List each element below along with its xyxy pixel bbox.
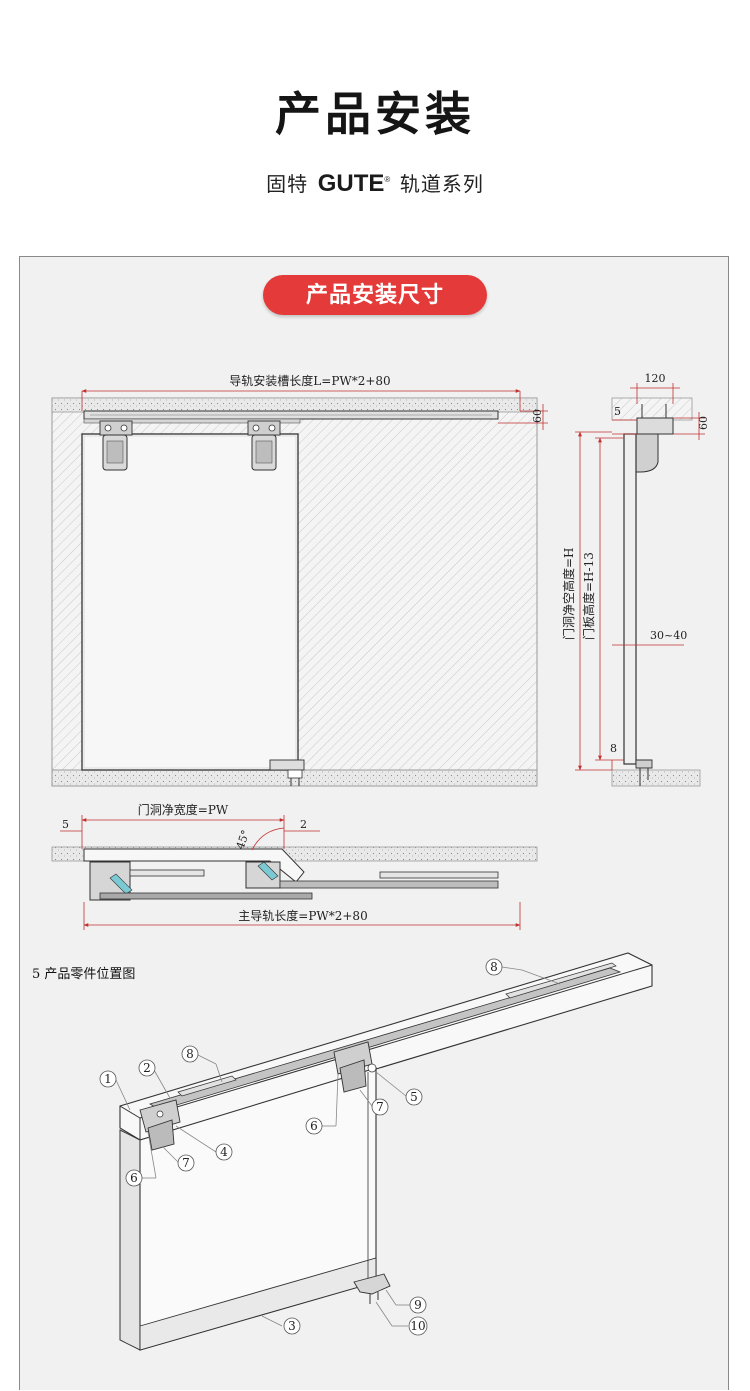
callout-6a-label: 6 — [310, 1119, 318, 1133]
brand-line: 固特 GUTE® 轨道系列 — [0, 168, 750, 198]
side-ceiling — [611, 397, 693, 421]
side-door-panel — [623, 433, 637, 765]
side-top-offset-label: 5 — [614, 405, 621, 418]
iso-rail — [149, 967, 622, 1111]
panel-height-label: 门板高度=H-13 — [581, 552, 596, 640]
callout-4-label: 4 — [220, 1145, 228, 1159]
brand-series: 轨道系列 — [399, 174, 484, 196]
callout-5: 5 — [375, 1071, 423, 1106]
callout-7a-label: 7 — [376, 1100, 384, 1114]
parts-heading: 5 产品零件位置图 — [32, 967, 135, 982]
callout-7b-label: 7 — [182, 1156, 190, 1170]
callout-10: 10 — [375, 1301, 428, 1336]
floor-guide — [269, 759, 305, 786]
side-rail-height-label: 60 — [697, 416, 710, 430]
ceiling-slab — [51, 397, 538, 413]
opening-height-label: 门洞净空高度=H — [561, 547, 576, 640]
right-hanger — [247, 420, 281, 471]
iso-door-edge — [119, 1129, 141, 1351]
front-rail-height-label: 60 — [531, 409, 544, 423]
section-title-badge: 产品安装尺寸 — [263, 275, 487, 315]
plan-door-panel — [99, 892, 313, 900]
main-track-length-label: 主导轨长度=PW*2+80 — [238, 908, 367, 923]
plan-view: 5 门洞净宽度=PW 2 45° 主导轨长度=PW*2+80 — [51, 802, 538, 930]
opening-width-label: 门洞净宽度=PW — [138, 802, 229, 817]
floor-gap-label: 8 — [610, 742, 617, 755]
callout-3-label: 3 — [288, 1319, 296, 1333]
callout-6b: 6 — [125, 1131, 157, 1187]
angle-label: 45° — [234, 828, 253, 851]
callout-1-label: 1 — [104, 1072, 112, 1086]
callout-2-label: 2 — [143, 1061, 151, 1075]
callout-5-label: 5 — [410, 1090, 418, 1104]
callout-7b: 7 — [161, 1145, 195, 1172]
callout-8a-label: 8 — [186, 1047, 194, 1061]
registered-mark: ® — [384, 175, 391, 184]
callout-1: 1 — [99, 1070, 131, 1111]
brand-logo: GUTE® — [318, 170, 391, 197]
parts-isometric: 1 2 3 4 5 6 — [99, 952, 653, 1351]
plan-track — [279, 880, 499, 889]
callout-2: 2 — [138, 1059, 171, 1099]
callout-6a: 6 — [305, 1073, 339, 1135]
callout-10-label: 10 — [410, 1319, 425, 1333]
side-rail — [636, 417, 674, 435]
side-hanger — [629, 433, 659, 473]
door-panel — [81, 433, 299, 771]
plan-right-offset-label: 2 — [300, 818, 307, 831]
plan-left-offset-label: 5 — [62, 818, 69, 831]
iso-hanger-right — [333, 1041, 377, 1093]
panel-thickness-label: 30~40 — [650, 629, 687, 642]
callout-8a: 8 — [181, 1045, 223, 1083]
callout-9-label: 9 — [414, 1298, 422, 1312]
side-width-label: 120 — [645, 372, 666, 385]
rail-slot-length-label: 导轨安装槽长度L=PW*2+80 — [229, 373, 390, 388]
callout-4: 4 — [175, 1125, 233, 1161]
page-title: 产品安装 — [275, 88, 475, 140]
callout-8b: 8 — [485, 958, 561, 985]
iso-floor-guide — [353, 1273, 391, 1304]
brand-cn: 固特 — [266, 174, 309, 196]
left-hanger — [99, 420, 133, 471]
callout-9: 9 — [385, 1289, 427, 1314]
callout-7a: 7 — [359, 1089, 389, 1116]
callout-6b-label: 6 — [130, 1171, 138, 1185]
brand-logo-text: GUTE — [317, 170, 385, 197]
callout-8b-label: 8 — [490, 960, 498, 974]
front-view: 导轨安装槽长度L=PW*2+80 60 — [51, 373, 548, 787]
callout-3: 3 — [261, 1315, 301, 1335]
side-floor — [611, 769, 701, 787]
side-view: 120 5 60 门洞净空高度=H 门板高度=H-13 30~40 8 — [561, 372, 710, 787]
iso-hanger-left — [139, 1099, 181, 1151]
